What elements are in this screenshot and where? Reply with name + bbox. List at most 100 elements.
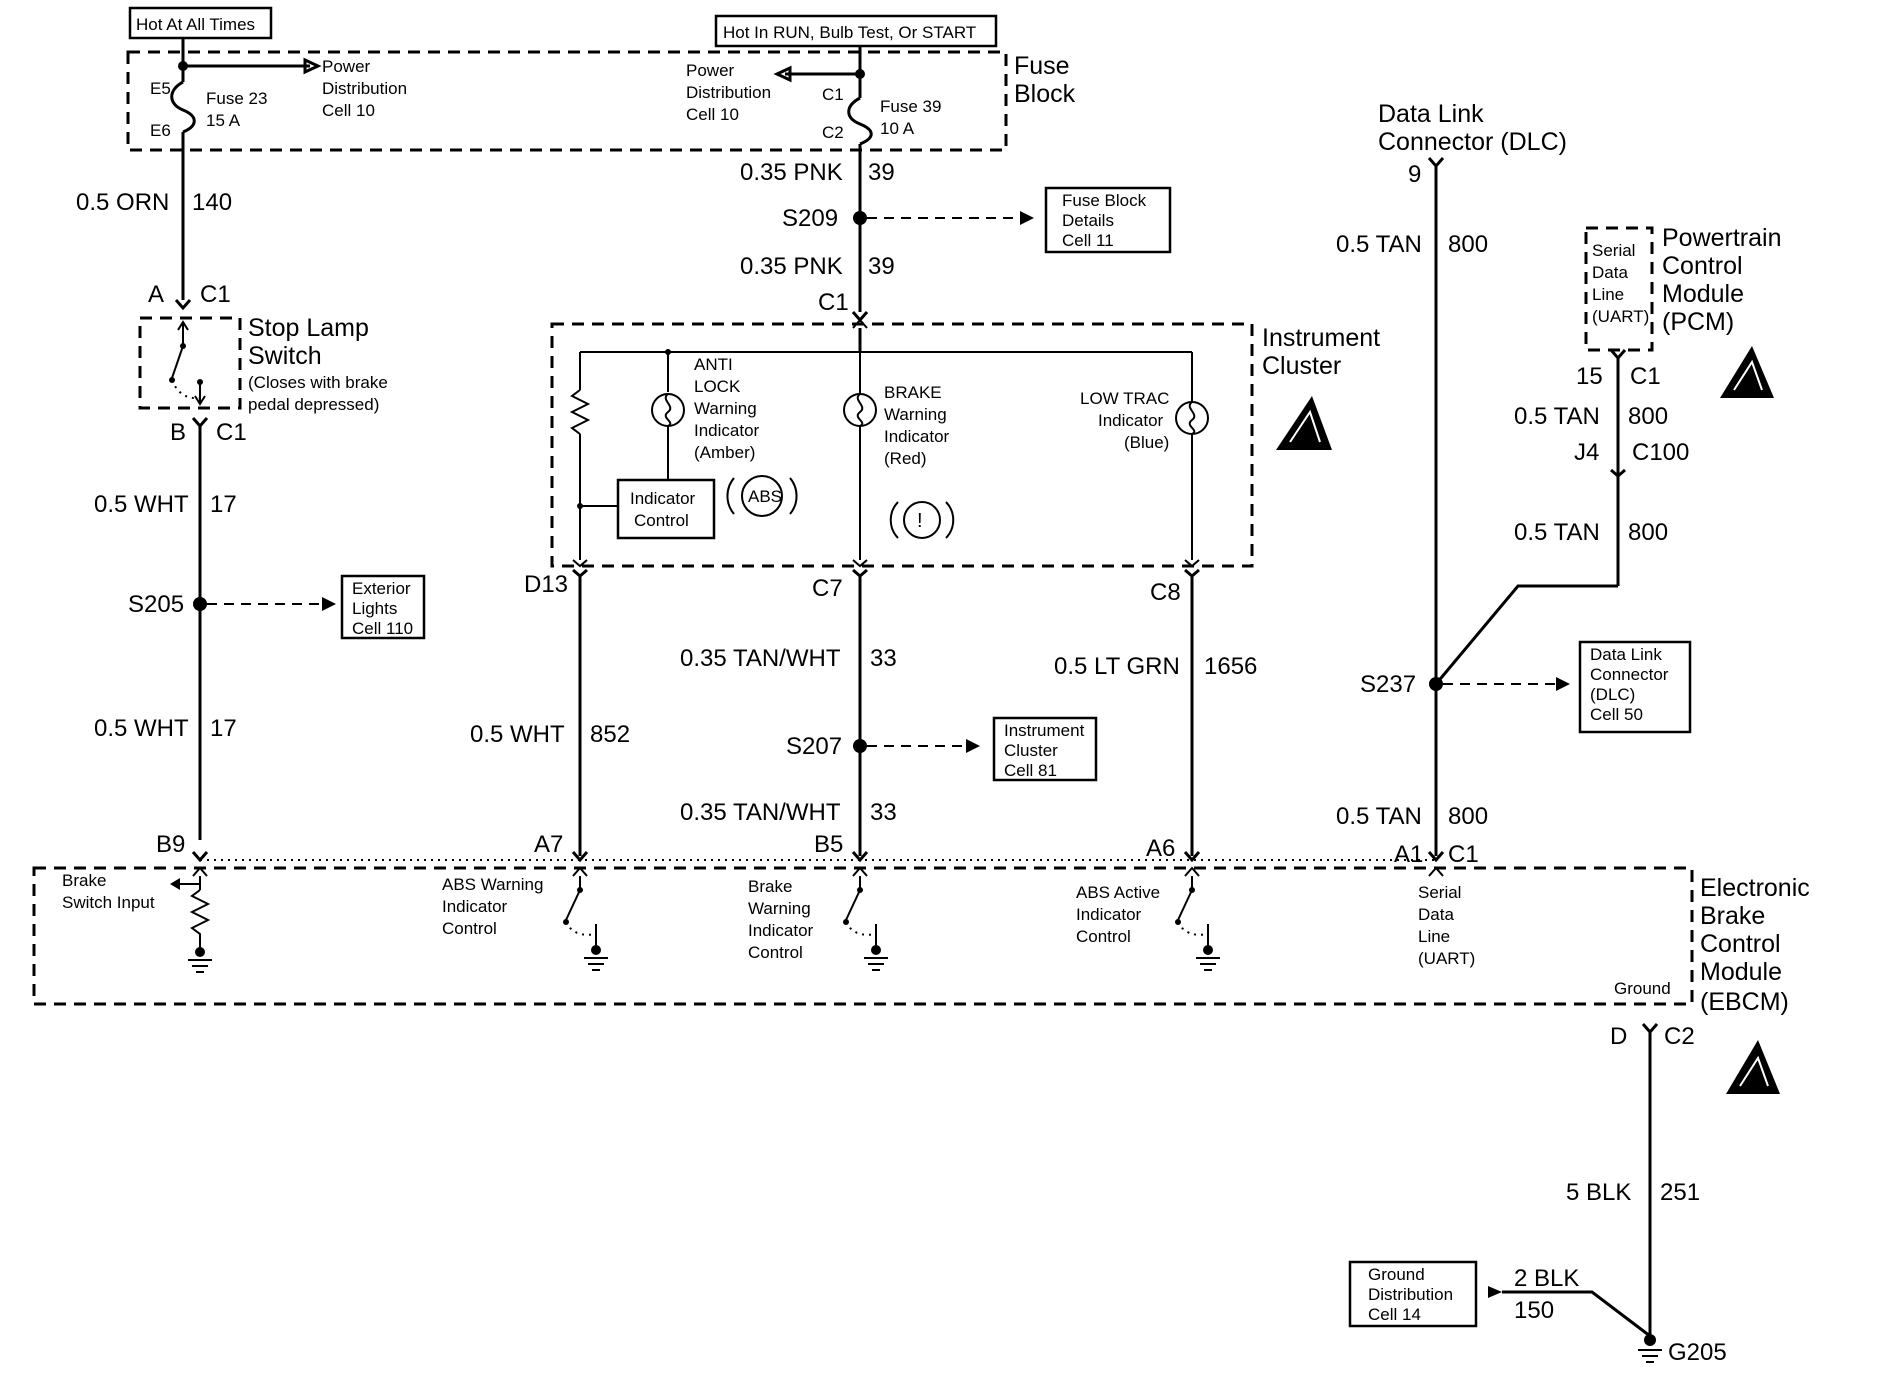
svg-text:17: 17 [210,715,237,742]
ground-icon [188,959,212,973]
svg-text:Ground: Ground [1368,1265,1425,1284]
abs-symbol-icon: ABS [726,475,798,517]
svg-text:(Red): (Red) [884,449,927,468]
circuit-852: D13 0.5 WHT 852 [470,568,630,856]
svg-text:!: ! [917,510,923,532]
svg-text:Module: Module [1700,958,1782,986]
svg-text:140: 140 [192,189,232,216]
svg-text:800: 800 [1628,519,1668,546]
svg-text:Cell 10: Cell 10 [686,105,739,124]
svg-text:150: 150 [1514,1297,1554,1324]
svg-text:ABS: ABS [748,487,782,506]
svg-text:800: 800 [1448,231,1488,258]
svg-text:Stop Lamp: Stop Lamp [248,314,369,342]
svg-text:Data: Data [1592,263,1628,282]
svg-text:Connector (DLC): Connector (DLC) [1378,128,1567,156]
svg-text:0.5 WHT: 0.5 WHT [470,721,565,748]
svg-text:(Blue): (Blue) [1124,433,1169,452]
esd-warning-icon [1276,396,1332,450]
svg-text:Fuse Block: Fuse Block [1062,191,1147,210]
circuit-800-pcm: 15 C1 0.5 TAN 800 J4 C100 0.5 TAN 800 [1434,349,1689,685]
svg-text:C2: C2 [822,123,844,142]
stop-lamp-switch: Stop Lamp Switch (Closes with brake peda… [138,314,388,414]
svg-text:33: 33 [870,799,897,826]
svg-text:Powertrain: Powertrain [1662,224,1782,252]
svg-text:Data: Data [1418,905,1454,924]
svg-text:Fuse 23: Fuse 23 [206,89,267,108]
instrument-cluster: Instrument Cluster ANTI LOCK Warning Ind… [550,318,1380,568]
svg-text:Connector: Connector [1590,665,1669,684]
svg-text:Cell 11: Cell 11 [1062,231,1114,250]
svg-text:A7: A7 [534,831,563,858]
splice-s209 [853,211,867,225]
circuit-800-dlc: 0.5 TAN 800 S237 0.5 TAN 800 [1336,166,1570,856]
svg-text:Distribution: Distribution [1368,1285,1453,1304]
circuit-140: 0.5 ORN 140 A C1 [76,132,232,311]
svg-text:Control: Control [1700,930,1781,958]
svg-text:Warning: Warning [694,399,757,418]
svg-text:C8: C8 [1150,579,1181,606]
svg-text:15: 15 [1576,363,1603,390]
circuit-17: B C1 0.5 WHT 17 S205 0.5 WHT 17 [94,417,336,840]
circuit-251: D C2 5 BLK 251 [1566,1023,1700,1336]
svg-text:Switch Input: Switch Input [62,893,155,912]
svg-text:0.35 PNK: 0.35 PNK [740,159,843,186]
abs-active-switch [1177,889,1193,921]
svg-text:0.5 ORN: 0.5 ORN [76,189,169,216]
fuse-23-symbol [170,80,196,134]
ebcm-pin-labels: B9 A7 B5 A6 A1 C1 [156,831,1479,868]
svg-text:1656: 1656 [1204,653,1257,680]
data-link-connector: Data Link Connector (DLC) 9 [1378,100,1567,188]
esd-warning-icon [1720,346,1774,398]
ground-icon [1196,957,1220,971]
circuit-150: 2 BLK 150 [1488,1265,1651,1338]
svg-text:17: 17 [210,491,237,518]
svg-text:Line: Line [1592,285,1624,304]
dlc-ref: Data Link Connector (DLC) Cell 50 [1578,640,1692,734]
svg-text:Instrument: Instrument [1004,721,1085,740]
exterior-lights-ref: Exterior Lights Cell 110 [340,574,426,640]
svg-text:Hot At All Times: Hot At All Times [136,15,255,34]
svg-text:Fuse 39: Fuse 39 [880,97,941,116]
svg-text:Switch: Switch [248,342,322,370]
svg-text:C1: C1 [200,281,231,308]
svg-text:0.5 LT GRN: 0.5 LT GRN [1054,653,1180,680]
svg-text:C1: C1 [216,419,247,446]
svg-text:0.35 TAN/WHT: 0.35 TAN/WHT [680,645,841,672]
svg-text:ABS Active: ABS Active [1076,883,1160,902]
svg-text:C1: C1 [1448,841,1479,868]
splice-s207 [853,739,867,753]
svg-text:Exterior: Exterior [352,579,411,598]
svg-text:Brake: Brake [748,877,792,896]
svg-text:Block: Block [1014,80,1076,108]
svg-text:Brake: Brake [1700,902,1765,930]
svg-text:0.5 WHT: 0.5 WHT [94,491,189,518]
svg-text:S237: S237 [1360,671,1416,698]
svg-text:Warning: Warning [884,405,947,424]
svg-text:BRAKE: BRAKE [884,383,942,402]
ground-g205: G205 [1638,1334,1727,1366]
svg-text:9: 9 [1408,161,1421,188]
svg-text:Control: Control [442,919,497,938]
svg-text:Indicator: Indicator [442,897,508,916]
fuse-block-details-ref: Fuse Block Details Cell 11 [1044,186,1172,254]
svg-text:A6: A6 [1146,835,1175,862]
svg-text:0.5 TAN: 0.5 TAN [1336,803,1422,830]
svg-text:(PCM): (PCM) [1662,308,1734,336]
splice-s205 [193,597,207,611]
svg-text:Cluster: Cluster [1004,741,1058,760]
ebcm-module: Electronic Brake Control Module (EBCM) B… [32,866,1810,1016]
hot-at-all-times-label: Hot At All Times [128,6,273,40]
svg-text:0.5 TAN: 0.5 TAN [1514,519,1600,546]
svg-text:10 A: 10 A [880,119,915,138]
brake-symbol-icon: ! [889,501,955,539]
svg-text:Details: Details [1062,211,1114,230]
svg-text:Cell 14: Cell 14 [1368,1305,1421,1324]
svg-text:D: D [1610,1023,1627,1050]
svg-text:800: 800 [1628,403,1668,430]
brake-bulb-icon [843,393,877,427]
svg-text:C1: C1 [818,289,849,316]
svg-text:(DLC): (DLC) [1590,685,1635,704]
svg-text:Brake: Brake [62,871,106,890]
